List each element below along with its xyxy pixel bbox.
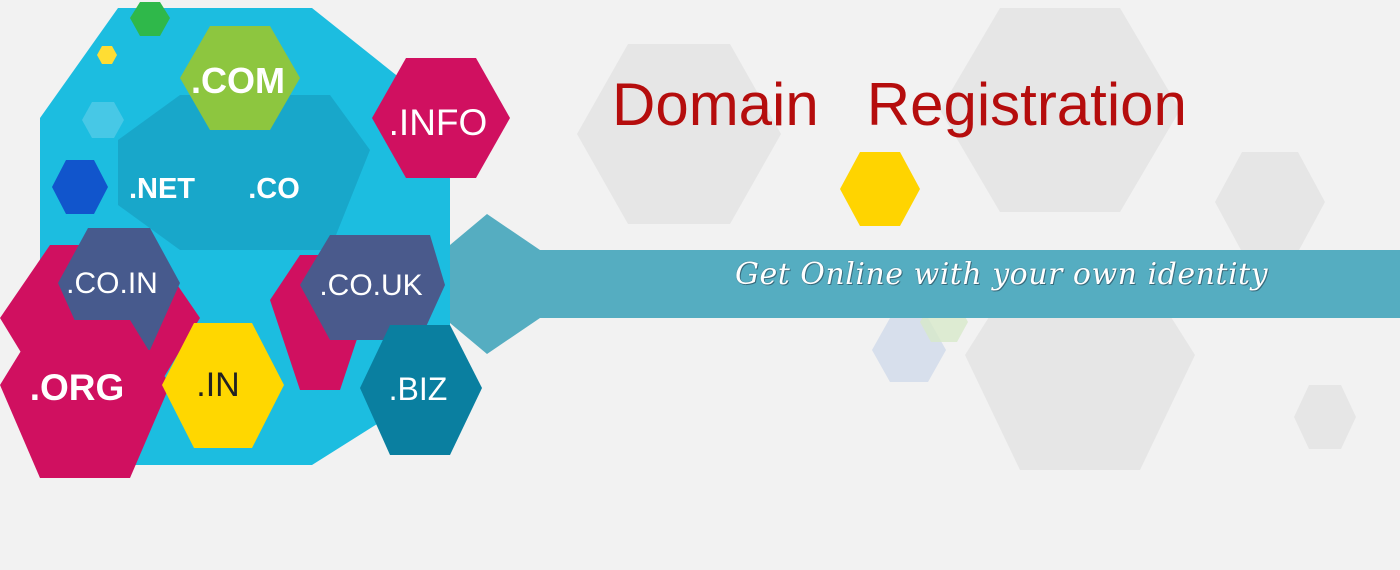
yellow-accent-hexagon	[840, 152, 920, 226]
co-in-slate	[58, 228, 180, 350]
com-hexagon	[180, 26, 300, 130]
domain-biz-label: .BIZ	[389, 371, 448, 407]
info-hexagon	[372, 58, 510, 178]
background-hexagons	[577, 8, 1356, 470]
bg-hexagon	[577, 44, 781, 224]
in-hexagon	[162, 323, 284, 448]
biz-hexagon	[360, 325, 482, 455]
domain-co-in-label: .CO.IN	[66, 267, 158, 300]
domain-co-label: .CO	[248, 173, 300, 205]
domain-co-uk-label: .CO.UK	[319, 269, 422, 302]
tagline-stripe	[444, 214, 1400, 354]
co-uk-slate	[300, 235, 445, 340]
domain-in-label: .IN	[196, 366, 239, 404]
tagline: Get Online with your own identity	[735, 257, 1269, 292]
backdrop-shade	[118, 95, 370, 250]
domain-net-label: .NET	[129, 173, 195, 205]
small-blue-hexagon	[52, 160, 108, 214]
small-yellow-hexagon	[97, 46, 117, 64]
bg-hexagon	[940, 8, 1180, 212]
small-light-hexagon	[82, 102, 124, 138]
small-green-hexagon	[130, 2, 170, 36]
page-title: Domain Registration	[612, 70, 1187, 139]
domain-org-label: .ORG	[30, 367, 125, 408]
title-word-registration: Registration	[866, 71, 1187, 138]
bg-hexagon	[1215, 152, 1325, 252]
bg-hexagon	[1294, 385, 1356, 449]
domain-info-label: .INFO	[389, 102, 488, 143]
title-word-domain: Domain	[612, 71, 819, 138]
bg-hexagon	[965, 268, 1195, 470]
org-hexagon	[0, 320, 170, 478]
domain-com-label: .COM	[191, 60, 285, 101]
